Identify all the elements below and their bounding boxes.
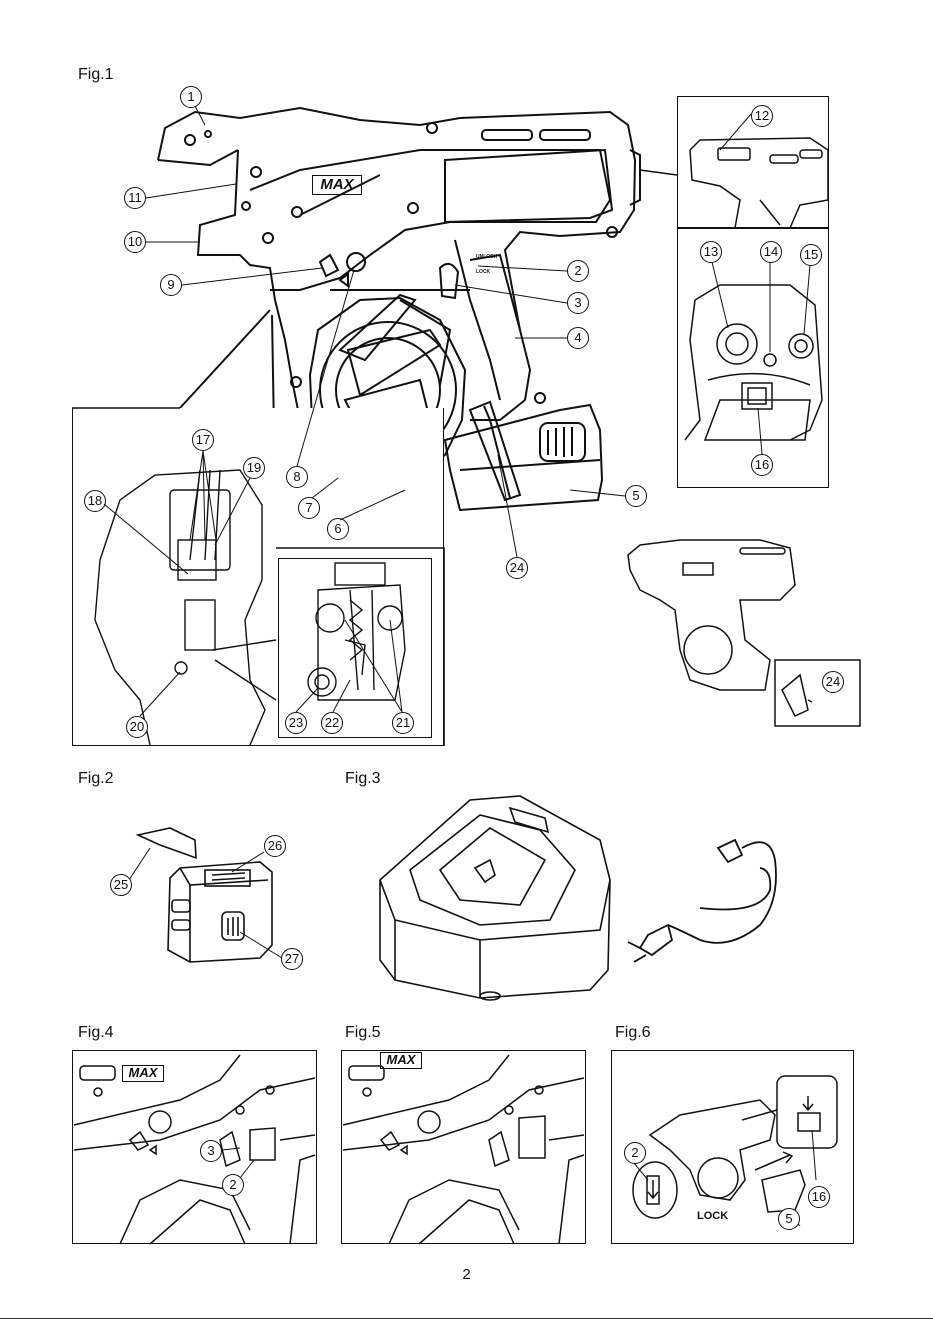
fig6-callout-2: 2 [624,1142,646,1164]
fig6-callout-5: 5 [778,1208,800,1230]
fig6-callout-16: 16 [808,1186,830,1208]
fig6-lock-label: LOCK [697,1210,728,1222]
page-number: 2 [0,1266,933,1283]
fig6-battery-insert-illustration [0,0,933,1260]
bottom-rule [0,1318,933,1319]
